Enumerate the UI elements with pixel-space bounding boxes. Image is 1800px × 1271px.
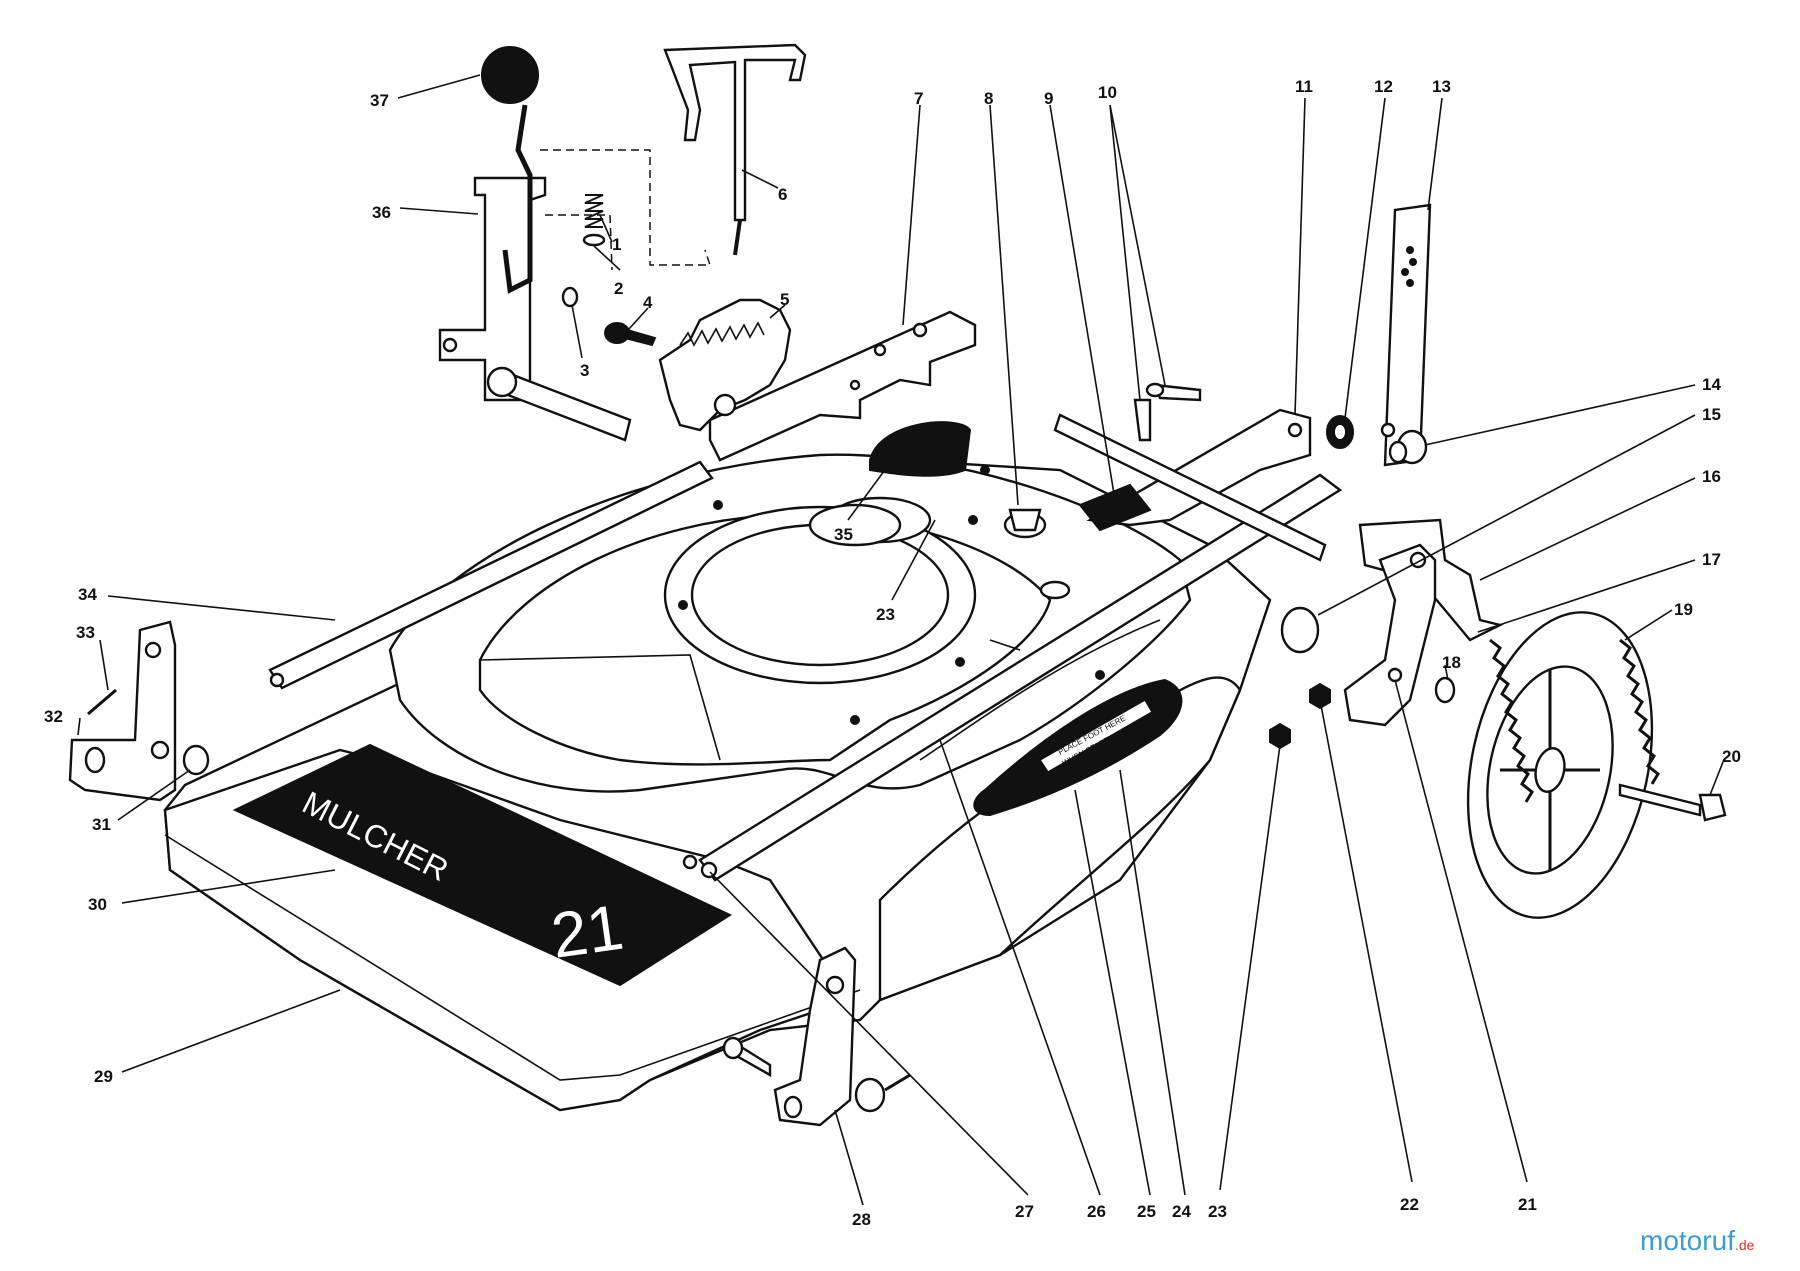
callout-15: 15 <box>1702 405 1721 424</box>
callout-31: 31 <box>92 815 111 834</box>
callout-24: 24 <box>1172 1202 1191 1221</box>
callout-37: 37 <box>370 91 389 110</box>
callout-13: 13 <box>1432 77 1451 96</box>
callout-2: 2 <box>614 279 623 298</box>
callout-17: 17 <box>1702 550 1721 569</box>
callout-32: 32 <box>44 707 63 726</box>
callout-1: 1 <box>612 235 621 254</box>
callout-19: 19 <box>1674 600 1693 619</box>
callout-28: 28 <box>852 1210 871 1229</box>
callout-16: 16 <box>1702 467 1721 486</box>
callout-4: 4 <box>643 293 653 312</box>
rear-wheel-assembly <box>1269 543 1727 919</box>
callout-21: 21 <box>1518 1195 1537 1214</box>
decal-size-text: 21 <box>547 891 628 972</box>
callout-labels: 37 36 1 2 3 4 5 6 7 8 9 10 11 12 13 14 1… <box>44 77 1741 1229</box>
callout-7: 7 <box>914 89 923 108</box>
warning-decal: PLACE FOOT HERE WHEN STARTING <box>973 678 1183 817</box>
watermark-suffix: .de <box>1735 1237 1755 1253</box>
callout-27: 27 <box>1015 1202 1034 1221</box>
height-adjust-assembly <box>438 43 807 442</box>
callout-23-center: 23 <box>876 605 895 624</box>
mulcher-decal: MULCHER 21 <box>232 743 733 987</box>
callout-11: 11 <box>1295 77 1313 96</box>
callout-3: 3 <box>580 361 589 380</box>
callout-12: 12 <box>1374 77 1393 96</box>
callout-5: 5 <box>780 290 789 309</box>
callout-14: 14 <box>1702 375 1721 394</box>
callout-22: 22 <box>1400 1195 1419 1214</box>
callout-36: 36 <box>372 203 391 222</box>
leader-lines <box>77 74 1724 1206</box>
callout-33: 33 <box>76 623 95 642</box>
engine-parts <box>808 203 1432 600</box>
callout-26: 26 <box>1087 1202 1106 1221</box>
front-bracket-right <box>722 946 911 1127</box>
callout-9: 9 <box>1044 89 1053 108</box>
callout-29: 29 <box>94 1067 113 1086</box>
callout-25: 25 <box>1137 1202 1156 1221</box>
callout-18: 18 <box>1442 653 1461 672</box>
callout-10: 10 <box>1098 83 1117 102</box>
callout-34: 34 <box>78 585 97 604</box>
callout-6: 6 <box>778 185 787 204</box>
callout-30: 30 <box>88 895 107 914</box>
front-bracket-left <box>68 620 210 802</box>
watermark-text: motoruf.de <box>1640 1225 1755 1256</box>
callout-35: 35 <box>834 525 853 544</box>
watermark: motoruf.de <box>1640 1225 1755 1256</box>
callout-20: 20 <box>1722 747 1741 766</box>
callout-8: 8 <box>984 89 993 108</box>
watermark-brand: motoruf <box>1640 1225 1735 1256</box>
callout-23-bottom: 23 <box>1208 1202 1227 1221</box>
